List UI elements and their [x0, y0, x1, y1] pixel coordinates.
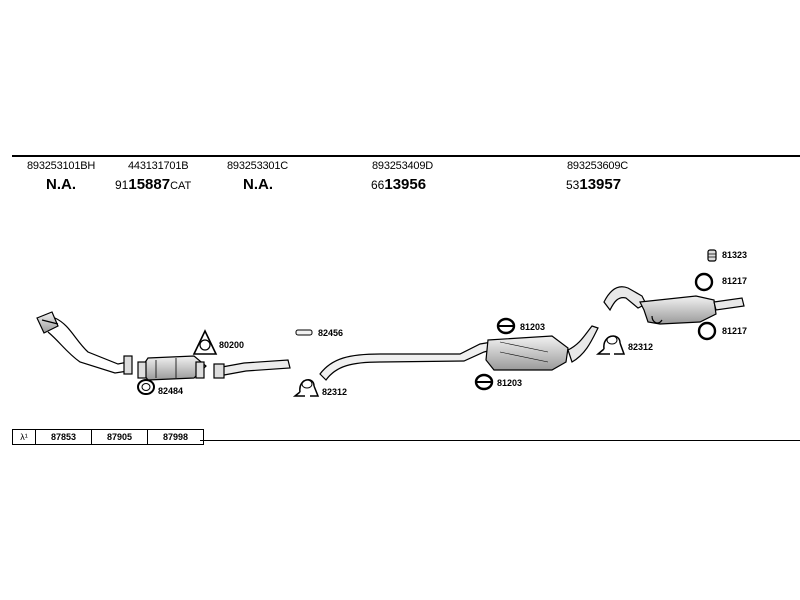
part-label-82312-right: 82312 — [628, 342, 654, 352]
gasket-82456 — [295, 329, 313, 336]
catalytic-converter — [137, 355, 207, 381]
rear-silencer — [603, 286, 745, 325]
gasket-80200 — [192, 329, 218, 355]
part-code-5: 893253609C — [567, 160, 629, 172]
part-code-2: 443131701B — [128, 160, 189, 172]
bracket-81323 — [707, 249, 717, 262]
part-label-81217-bottom: 81217 — [722, 326, 748, 336]
lambda-value-2: 87905 — [92, 430, 148, 444]
part-code-3: 893253301C — [227, 160, 289, 172]
part-ref-2: 9115887CAT — [115, 176, 191, 193]
part-label-81203-bottom: 81203 — [497, 378, 523, 388]
ring-81217-top — [694, 272, 714, 292]
ring-82484 — [137, 379, 155, 395]
part-label-81203-top: 81203 — [520, 322, 546, 332]
middle-pipe — [319, 341, 493, 381]
bottom-rule — [200, 440, 800, 441]
part-ref-number: N.A. — [243, 176, 273, 193]
part-ref-prefix: 91 — [115, 178, 129, 192]
part-ref-number: 15887 — [128, 176, 171, 193]
part-ref-4: 6613956 — [371, 176, 426, 193]
part-code-1: 893253101BH — [27, 160, 96, 172]
top-rule — [12, 155, 800, 157]
lambda-value-1: 87853 — [36, 430, 92, 444]
lambda-value-3: 87998 — [162, 432, 189, 442]
part-ref-number: 13956 — [384, 176, 427, 193]
ring-81217-bottom — [697, 321, 717, 341]
part-ref-number: N.A. — [46, 176, 76, 193]
part-ref-3: N.A. — [243, 176, 273, 193]
middle-muffler — [485, 325, 599, 371]
part-label-82456: 82456 — [318, 328, 344, 338]
part-label-82312-left: 82312 — [322, 387, 348, 397]
part-ref-suffix: CAT — [170, 180, 192, 192]
part-ref-number: 13957 — [579, 176, 622, 193]
intermediate-pipe — [213, 359, 291, 379]
part-ref-prefix: 66 — [371, 178, 385, 192]
part-ref-1: N.A. — [46, 176, 76, 193]
part-ref-prefix: 53 — [566, 178, 580, 192]
ring-81203-bottom — [474, 373, 494, 391]
front-pipe — [36, 311, 133, 375]
part-label-81323: 81323 — [722, 250, 748, 260]
lambda-sensor-table: λ¹ 87853 87905 87998 — [12, 429, 204, 445]
clamp-82312-left — [292, 379, 320, 397]
part-code-4: 893253409D — [372, 160, 434, 172]
part-label-82484: 82484 — [158, 386, 184, 396]
part-label-81217-top: 81217 — [722, 276, 748, 286]
ring-81203-top — [496, 317, 516, 335]
lambda-symbol: λ¹ — [13, 430, 36, 444]
part-label-80200: 80200 — [219, 340, 245, 350]
clamp-82312-right — [595, 335, 626, 355]
part-ref-5: 5313957 — [566, 176, 621, 193]
